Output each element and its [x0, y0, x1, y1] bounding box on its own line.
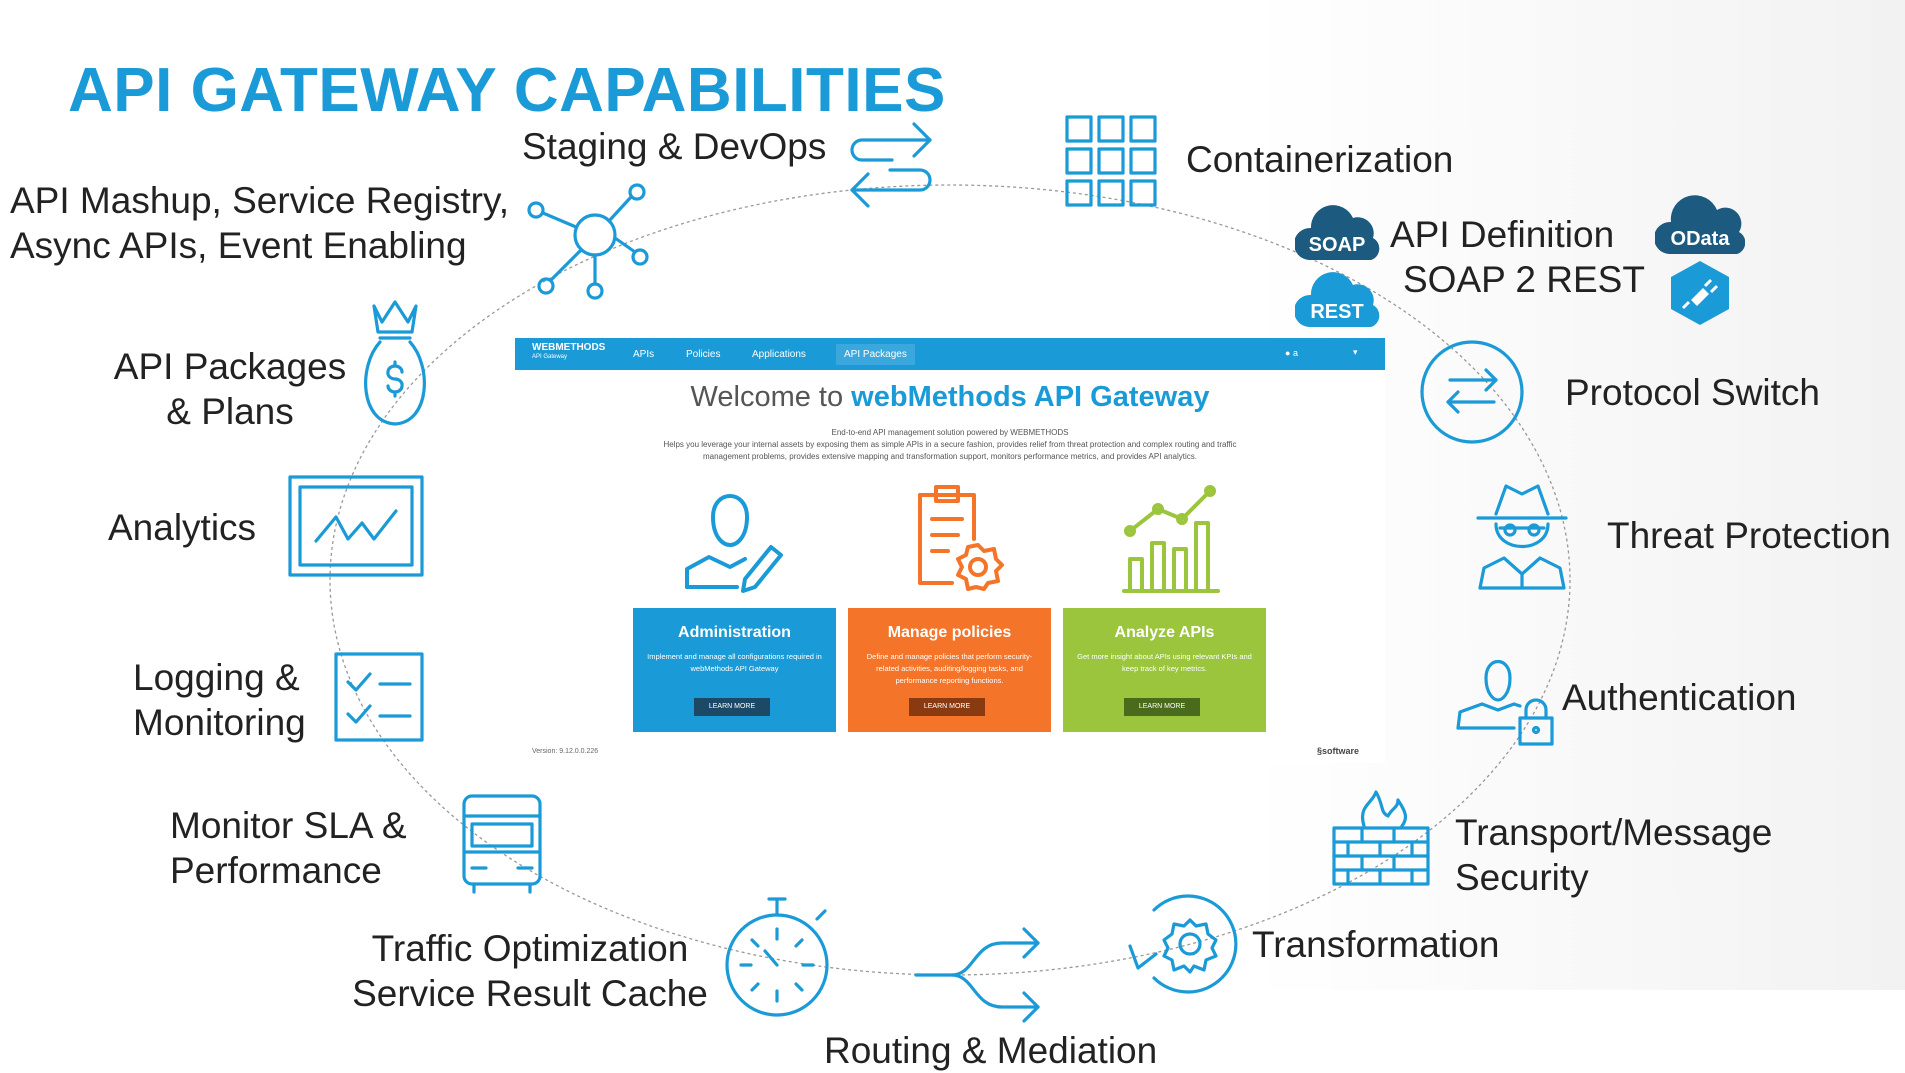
routing-arrows-icon — [914, 927, 1040, 1023]
welcome-description: Helps you leverage your internal assets … — [663, 440, 1237, 461]
logging-label-line1: Logging & — [133, 657, 300, 698]
authentication-label: Authentication — [1562, 677, 1797, 718]
user-name: a — [1292, 348, 1298, 358]
policy-clipboard-gear-icon — [918, 485, 1004, 591]
packages-label-line2: & Plans — [166, 391, 294, 432]
admin-user-edit-icon — [685, 494, 783, 593]
odata-badge-text: OData — [1671, 228, 1731, 250]
money-bag-icon — [364, 300, 426, 426]
nav-applications[interactable]: Applications — [752, 349, 806, 360]
mashup-label-line1: API Mashup, Service Registry, — [10, 180, 509, 221]
soap-badge-text: SOAP — [1309, 234, 1366, 256]
rest-cloud-icon: REST — [1295, 272, 1380, 327]
checklist-icon — [334, 652, 424, 742]
version-text: Version: 9.12.0.0.226 — [532, 748, 599, 755]
card-administration[interactable]: Administration Implement and manage all … — [633, 608, 836, 732]
card-title: Analyze APIs — [1114, 624, 1215, 641]
user-menu[interactable]: ● a — [1285, 348, 1298, 358]
monitor-sla-label-line2: Performance — [170, 850, 382, 891]
user-lock-icon — [1456, 660, 1554, 746]
logging-label-line2: Monitoring — [133, 702, 306, 743]
protocol-switch-icon — [1420, 340, 1524, 444]
sync-arrows-icon — [850, 122, 932, 208]
containerization-label: Containerization — [1186, 139, 1454, 180]
plug-hexagon-icon — [1671, 261, 1729, 325]
software-ag-logo: §software — [1317, 746, 1360, 756]
network-hub-icon — [527, 183, 649, 300]
analytics-label: Analytics — [108, 507, 257, 548]
odata-cloud-icon: OData — [1655, 195, 1745, 254]
welcome-subtitle: End-to-end API management solution power… — [831, 428, 1069, 437]
vendor-name: software — [1322, 746, 1360, 756]
traffic-label-line1: Traffic Optimization — [371, 928, 689, 969]
brand-name: WEBMETHODS — [532, 342, 606, 353]
api-definition-label: API Definition — [1390, 214, 1615, 255]
monitor-sla-label-line1: Monitor SLA & — [170, 805, 407, 846]
transport-label-line2: Security — [1455, 857, 1589, 898]
chevron-down-icon[interactable]: ▾ — [1353, 347, 1358, 357]
routing-label: Routing & Mediation — [824, 1030, 1158, 1071]
soap-cloud-icon: SOAP — [1295, 205, 1380, 260]
soap2rest-label: SOAP 2 REST — [1403, 259, 1645, 300]
welcome-prefix: Welcome to — [690, 381, 852, 413]
spy-icon — [1476, 484, 1568, 590]
mashup-label-line2: Async APIs, Event Enabling — [10, 225, 467, 266]
staging-label: Staging & DevOps — [522, 126, 827, 167]
protocol-switch-label: Protocol Switch — [1565, 372, 1820, 413]
packages-label-line1: API Packages — [113, 346, 347, 387]
transport-label-line1: Transport/Message — [1455, 812, 1773, 853]
transformation-gear-icon — [1128, 894, 1238, 994]
traffic-label-line2: Service Result Cache — [352, 973, 708, 1014]
container-grid-icon — [1065, 115, 1157, 207]
navbar: WEBMETHODS API Gateway APIs Policies App… — [515, 338, 1385, 370]
card-title: Manage policies — [887, 624, 1012, 641]
card-analyze-apis[interactable]: Analyze APIs Get more insight about APIs… — [1063, 608, 1266, 732]
welcome-brand: webMethods API Gateway — [851, 381, 1210, 413]
learn-more-button[interactable]: LEARN MORE — [909, 698, 985, 716]
nav-policies[interactable]: Policies — [686, 349, 721, 360]
rest-badge-text: REST — [1310, 301, 1363, 323]
card-text: Define and manage policies that perform … — [866, 652, 1033, 685]
card-manage-policies[interactable]: Manage policies Define and manage polici… — [848, 608, 1051, 732]
threat-protection-label: Threat Protection — [1607, 515, 1891, 556]
stopwatch-icon — [725, 897, 829, 1017]
card-text: Get more insight about APIs using releva… — [1077, 652, 1252, 673]
bus-icon — [462, 794, 542, 894]
analyze-chart-icon — [1122, 485, 1220, 593]
learn-more-button[interactable]: LEARN MORE — [1124, 698, 1200, 716]
analytics-chart-icon — [288, 475, 424, 577]
brand-subtitle: API Gateway — [532, 354, 568, 360]
nav-api-packages[interactable]: API Packages — [836, 344, 915, 365]
transformation-label: Transformation — [1252, 924, 1500, 965]
brand-logo[interactable]: WEBMETHODS API Gateway — [532, 343, 605, 361]
page-title: API GATEWAY CAPABILITIES — [68, 56, 946, 125]
firewall-icon — [1332, 790, 1430, 886]
card-title: Administration — [678, 624, 791, 641]
nav-apis[interactable]: APIs — [633, 349, 655, 360]
learn-more-button[interactable]: LEARN MORE — [694, 698, 770, 716]
welcome-heading: Welcome to webMethods API Gateway — [515, 381, 1385, 414]
gateway-screenshot: WEBMETHODS API Gateway APIs Policies App… — [515, 338, 1385, 763]
card-text: Implement and manage all configurations … — [647, 652, 822, 673]
